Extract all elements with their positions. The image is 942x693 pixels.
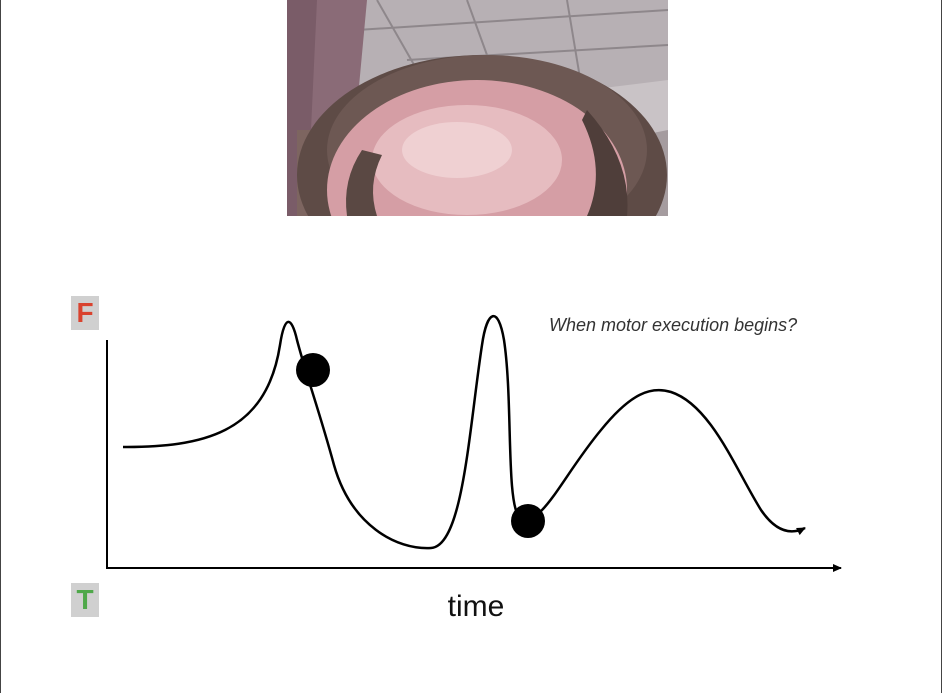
head-photo xyxy=(287,0,668,216)
f-label-text: F xyxy=(76,297,94,328)
x-axis-label: time xyxy=(447,590,505,623)
state-curve xyxy=(122,315,806,550)
head-photo-image xyxy=(287,0,668,216)
marker-1 xyxy=(296,353,330,387)
t-label: T xyxy=(71,583,99,617)
annotation-question: When motor execution begins? xyxy=(549,315,798,335)
marker-2 xyxy=(511,504,545,538)
f-label: F xyxy=(71,296,99,330)
t-label-text: T xyxy=(76,584,94,615)
